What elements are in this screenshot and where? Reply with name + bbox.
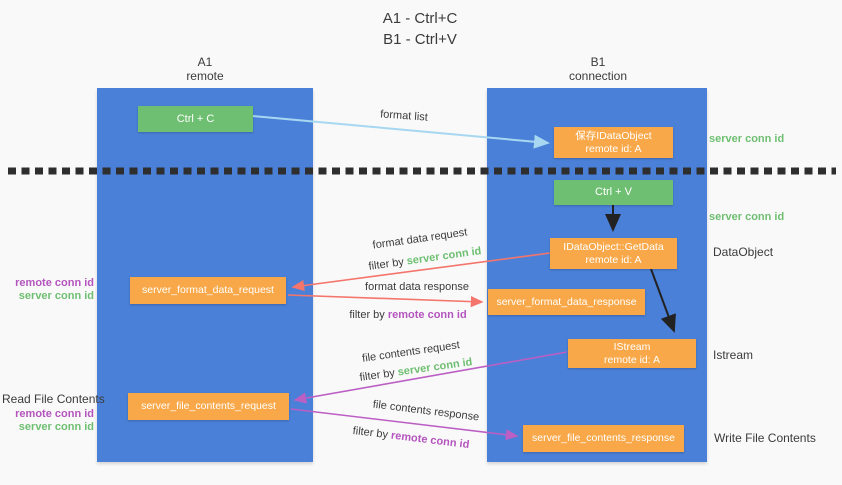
annotation-server-conn-id-top: server conn id [709, 133, 785, 145]
arrow-file-contents-response [290, 408, 519, 441]
node-ctrl-v: Ctrl + V [554, 180, 673, 205]
node-server-format-data-response: server_format_data_response [488, 289, 645, 315]
node-ctrl-c: Ctrl + C [138, 106, 253, 132]
annotation-dataobject: DataObject [713, 245, 774, 259]
node-file-request-label: server_file_contents_request [141, 400, 276, 412]
node-save-idataobject: 保存IDataObject remote id: A [554, 127, 673, 158]
node-idataobject-getdata: IDataObject::GetData remote id: A [550, 238, 677, 269]
annotation-server-conn-id: server conn id [18, 290, 94, 302]
node-server-file-contents-response: server_file_contents_response [523, 425, 684, 452]
arrow-format-list [252, 115, 550, 149]
annotation-server-conn-id-mid: server conn id [709, 211, 785, 223]
annotation-conn-ids-format: remote conn id server conn id [0, 277, 94, 303]
node-istream-line2: remote id: A [603, 353, 661, 366]
title-line-2: B1 - Ctrl+V [383, 31, 457, 48]
arrow-format-data-response [287, 294, 484, 308]
node-save-idataobject-line1: 保存IDataObject [575, 129, 652, 142]
annotation-server-conn-id: server conn id [18, 421, 94, 433]
arrow-file-contents-request [293, 351, 568, 404]
filter-by-text: filter by [349, 309, 388, 321]
node-server-format-data-request: server_format_data_request [130, 277, 286, 304]
annotation-conn-ids-file: remote conn id server conn id [0, 408, 94, 434]
node-istream: IStream remote id: A [568, 339, 696, 368]
node-getdata-line2: remote id: A [585, 253, 642, 266]
remote-conn-id-text: remote conn id [387, 309, 467, 321]
annotation-remote-conn-id: remote conn id [15, 277, 94, 289]
page-title: A1 - Ctrl+C B1 - Ctrl+V [300, 8, 540, 50]
annotation-read-file-contents: Read File Contents [2, 392, 105, 406]
annotation-write-file-contents: Write File Contents [714, 431, 816, 445]
node-format-response-label: server_format_data_response [496, 295, 637, 308]
arrow-getdata-to-istream [650, 268, 676, 333]
node-file-response-label: server_file_contents_response [531, 432, 675, 444]
node-ctrl-v-label: Ctrl + V [595, 186, 632, 198]
node-save-idataobject-line2: remote id: A [585, 142, 642, 155]
column-header-b1: B1 connection [528, 55, 668, 83]
column-a1-name: A1 [197, 55, 213, 69]
node-ctrl-c-label: Ctrl + C [176, 112, 215, 125]
node-format-request-label: server_format_data_request [142, 284, 274, 296]
node-istream-line1: IStream [613, 340, 651, 353]
node-server-file-contents-request: server_file_contents_request [128, 393, 289, 420]
annotation-remote-conn-id: remote conn id [15, 408, 94, 420]
title-line-1: A1 - Ctrl+C [382, 10, 458, 27]
column-a1-role: remote [186, 69, 224, 83]
column-b1-role: connection [568, 69, 628, 83]
node-getdata-line1: IDataObject::GetData [563, 240, 664, 253]
arrow-format-data-request [291, 252, 551, 292]
label-format-data-response: format data response [365, 281, 469, 293]
column-b1-name: B1 [590, 55, 606, 69]
label-filter-by-remote-conn-id-1: filter by remote conn id [349, 309, 466, 321]
annotation-istream: Istream [713, 348, 754, 362]
column-header-a1: A1 remote [135, 55, 275, 83]
